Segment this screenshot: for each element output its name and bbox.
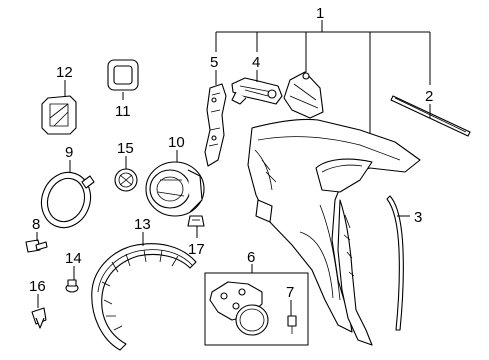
callout-8: 8 [32, 216, 40, 233]
clip-part-16 [31, 307, 47, 329]
callout-5: 5 [210, 54, 218, 71]
seal-part-11 [107, 59, 139, 91]
fuel-door-kit-box [204, 272, 309, 346]
weatherstrip-part-3 [386, 195, 404, 331]
quarter-panel-part-1 [247, 118, 421, 346]
callout-2: 2 [425, 88, 433, 105]
callout-17: 17 [188, 241, 205, 258]
callout-4: 4 [252, 54, 260, 71]
clip-part-17 [187, 215, 205, 227]
tail-lamp-bracket-part-1 [283, 71, 324, 119]
callout-13: 13 [134, 216, 151, 233]
callout-6: 6 [247, 249, 255, 266]
callout-11: 11 [115, 103, 131, 120]
bracket-part-5 [204, 83, 227, 167]
callout-7: 7 [286, 284, 294, 301]
callout-16: 16 [29, 278, 46, 295]
cap-part-15 [114, 168, 138, 192]
callout-14: 14 [65, 250, 82, 267]
callout-1: 1 [316, 5, 324, 22]
callout-10: 10 [168, 134, 185, 151]
screw-part-14 [65, 279, 79, 293]
fuel-housing-part-10 [145, 161, 205, 217]
callout-labels: 1 2 3 4 5 6 7 8 9 10 11 12 13 14 15 16 1… [29, 5, 433, 301]
screw-part-8 [25, 239, 48, 253]
gasket-part-9 [40, 171, 95, 229]
callout-15: 15 [117, 140, 134, 157]
callout-9: 9 [65, 144, 73, 161]
callout-3: 3 [414, 209, 422, 226]
badge-part-12 [41, 95, 77, 135]
leader-lines [36, 20, 431, 316]
wheel-liner-part-13 [91, 243, 197, 351]
callout-12: 12 [56, 64, 73, 81]
bracket-part-4 [231, 77, 283, 105]
